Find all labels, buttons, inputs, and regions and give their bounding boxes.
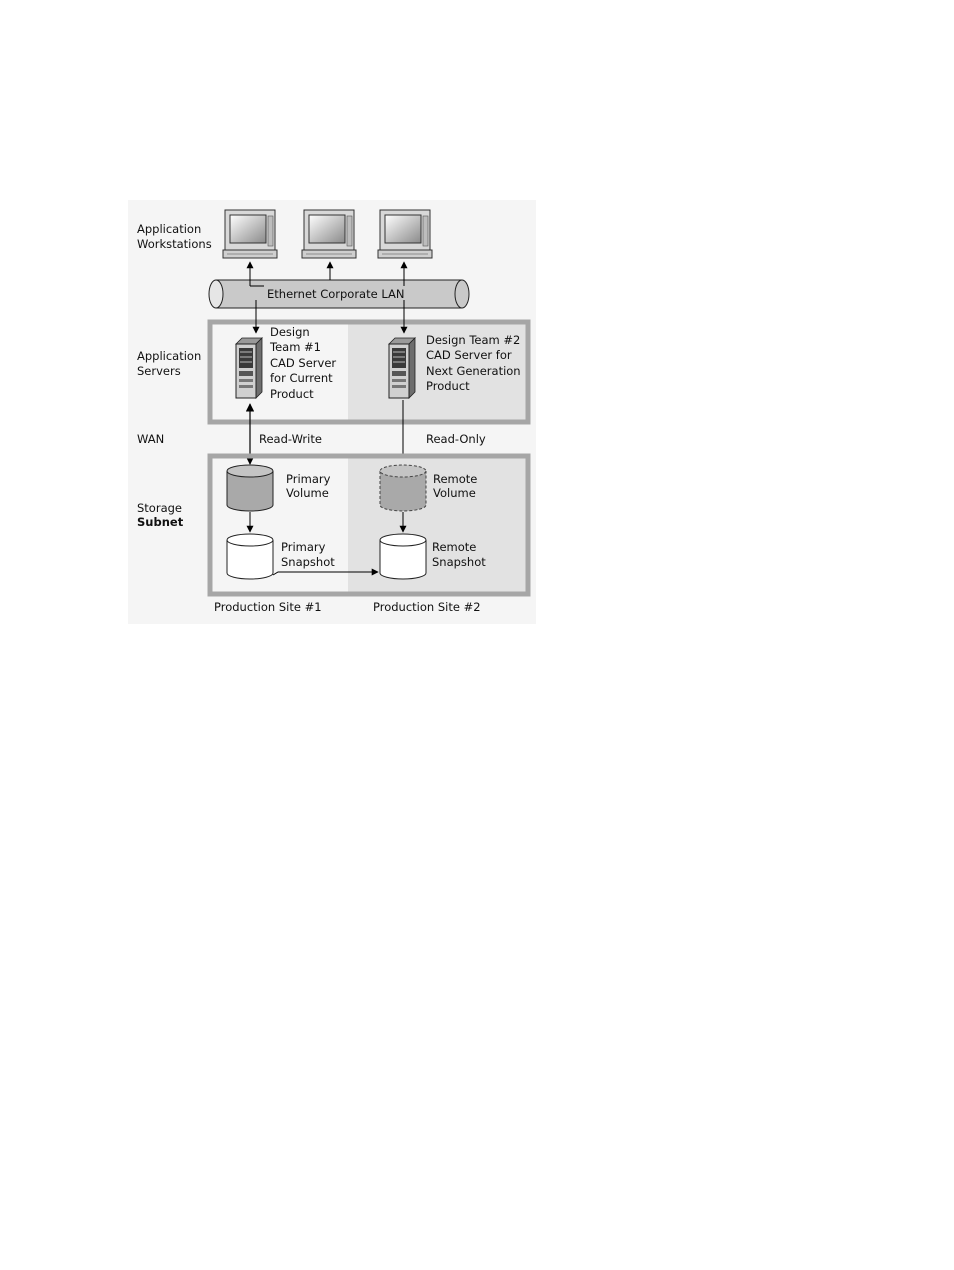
row-label-storage-line1: Storage — [137, 501, 182, 515]
remote-snapshot-label-line2: Snapshot — [432, 555, 486, 569]
application-servers-panel — [207, 319, 531, 425]
site2-label: Production Site #2 — [373, 600, 481, 614]
server-icon — [388, 337, 416, 399]
server-icon — [235, 337, 263, 399]
disk-cylinder-icon — [226, 533, 274, 580]
site2-server-shade — [348, 322, 528, 422]
server2-label-line3: Next Generation — [426, 364, 521, 378]
primary-snapshot-label-line1: Primary — [281, 540, 326, 554]
row-label-servers-line2: Servers — [137, 364, 181, 378]
workstation-icon — [222, 209, 278, 259]
row-label-storage-line2: Subnet — [137, 515, 184, 529]
primary-volume-label-line2: Volume — [286, 486, 329, 500]
read-only-label: Read-Only — [426, 432, 486, 446]
server1-label-line5: Product — [270, 387, 314, 401]
remote-snapshot-label-line1: Remote — [432, 540, 476, 554]
server1-label-line2: Team #1 — [269, 340, 321, 354]
primary-snapshot-label-line2: Snapshot — [281, 555, 335, 569]
server1-label-line1: Design — [270, 325, 310, 339]
site1-label: Production Site #1 — [214, 600, 322, 614]
lan-label: Ethernet Corporate LAN — [267, 287, 404, 301]
lan-pipe-icon — [208, 279, 470, 309]
workstation-icon — [377, 209, 433, 259]
snapshot-replication-arrow — [272, 568, 379, 576]
row-label-workstations-line1: Application — [137, 222, 201, 236]
server2-label-line2: CAD Server for — [426, 348, 512, 362]
server1-label-line3: CAD Server — [270, 356, 336, 370]
server2-label-line1: Design Team #2 — [426, 333, 520, 347]
disk-cylinder-icon — [379, 464, 427, 512]
read-write-label: Read-Write — [259, 432, 322, 446]
row-label-servers-line1: Application — [137, 349, 201, 363]
disk-cylinder-icon — [226, 464, 274, 512]
workstation-icon — [301, 209, 357, 259]
remote-volume-label-line2: Volume — [433, 486, 476, 500]
storage-subnet-panel — [207, 453, 531, 597]
server1-label-line4: for Current — [270, 371, 333, 385]
primary-volume-label-line1: Primary — [286, 472, 331, 486]
remote-volume-label-line1: Remote — [433, 472, 477, 486]
row-label-workstations-line2: Workstations — [137, 237, 212, 251]
server2-label-line4: Product — [426, 379, 470, 393]
disk-cylinder-icon — [379, 533, 427, 580]
row-label-wan: WAN — [137, 432, 164, 446]
